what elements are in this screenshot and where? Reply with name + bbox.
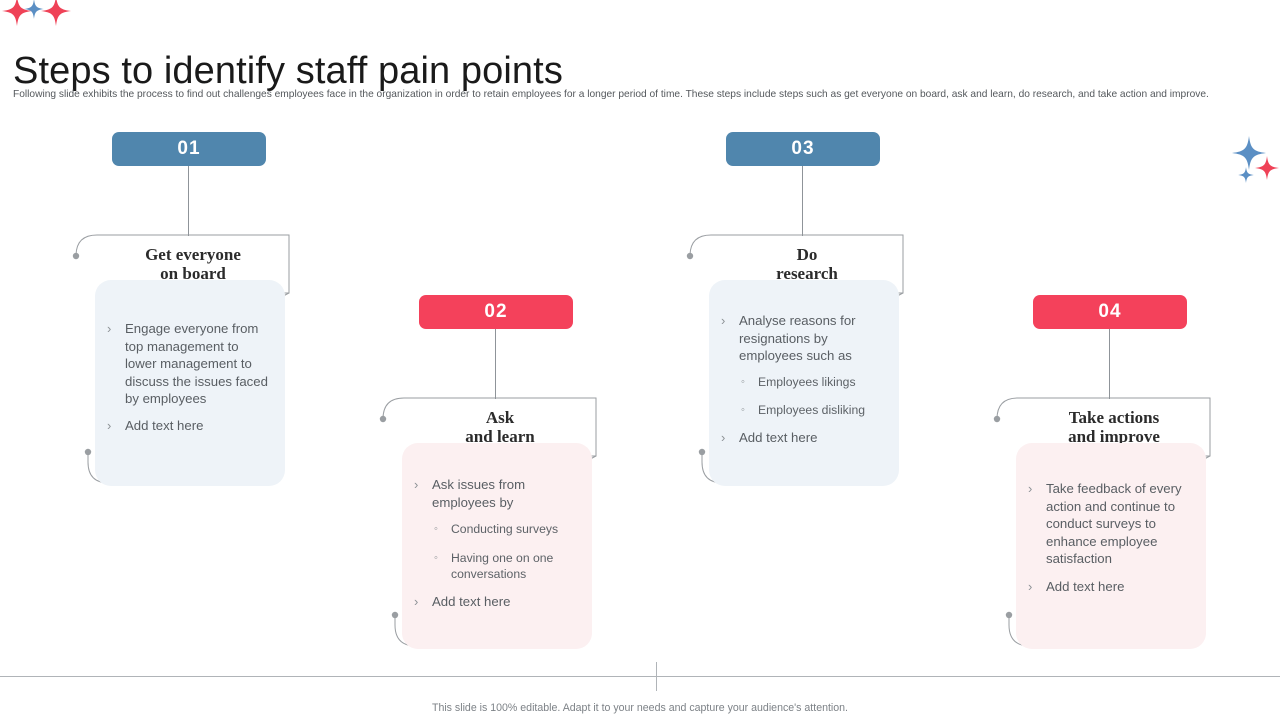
footer-divider xyxy=(0,676,1280,677)
bullet-marker: › xyxy=(414,593,419,609)
star-red-right-icon xyxy=(1255,156,1279,180)
bullet-marker: ◦ xyxy=(434,523,438,536)
step-number-01: 01 xyxy=(177,138,201,159)
step-bullets-04: › Take feedback of every action and cont… xyxy=(1016,443,1206,596)
bullet-marker: › xyxy=(107,417,112,433)
bullet-item: › Add text here xyxy=(107,417,271,435)
step-bullets-03: › Analyse reasons for resignations by em… xyxy=(709,280,899,447)
bullet-text: Engage everyone from top management to l… xyxy=(125,321,268,407)
bullet-text: Add text here xyxy=(739,429,818,445)
step-card-03: 03 Do research › Analyse reasons for res… xyxy=(686,132,927,492)
bullet-text: Ask issues from employees by xyxy=(432,477,526,510)
step-body-01: › Engage everyone from top management to… xyxy=(95,280,285,486)
bullet-marker: › xyxy=(107,321,112,336)
step-title-line1-03: Do xyxy=(796,244,818,264)
step-title-04: Take actions and improve xyxy=(1034,399,1194,455)
bullet-item: › Engage everyone from top management to… xyxy=(107,320,271,408)
step-card-02: 02 Ask and learn › Ask issues from emplo… xyxy=(379,295,620,655)
decoration-right xyxy=(1232,136,1280,192)
step-number-04: 04 xyxy=(1098,301,1122,322)
bullet-item: › Add text here xyxy=(721,429,889,447)
decoration-top-left xyxy=(0,0,72,28)
bullet-item: › Take feedback of every action and cont… xyxy=(1028,480,1198,568)
bullet-text: Employees likings xyxy=(758,374,856,389)
step-body-03: › Analyse reasons for resignations by em… xyxy=(709,280,899,486)
step-title-line2-01: on board xyxy=(160,264,226,283)
bullet-marker: › xyxy=(721,313,726,328)
step-badge-01[interactable]: 01 xyxy=(112,132,266,166)
bullet-item: › Add text here xyxy=(1028,578,1198,596)
star-blue-large-icon xyxy=(1232,136,1266,170)
star-red-icon xyxy=(2,0,32,26)
step-number-03: 03 xyxy=(791,138,815,159)
bullet-marker: ◦ xyxy=(741,375,745,388)
bullet-text: Employees disliking xyxy=(758,403,866,418)
bullet-marker: › xyxy=(1028,481,1033,496)
step-bullets-02: › Ask issues from employees by ◦ Conduct… xyxy=(402,443,592,610)
page-title: Steps to identify staff pain points xyxy=(13,50,563,93)
bullet-text: Add text here xyxy=(125,417,204,433)
bullet-item: ◦ Employees disliking xyxy=(741,402,889,420)
bullet-marker: ◦ xyxy=(434,551,438,564)
star-red-2-icon xyxy=(41,0,71,26)
bullet-item: › Add text here xyxy=(414,593,578,611)
step-title-line1-02: Ask xyxy=(485,407,515,427)
step-title-line1-01: Get everyone xyxy=(145,244,241,264)
bullet-marker: › xyxy=(721,429,726,445)
step-stem-01 xyxy=(188,166,189,236)
bullet-item: › Analyse reasons for resignations by em… xyxy=(721,312,889,365)
bullet-text: Analyse reasons for resignations by empl… xyxy=(739,313,856,364)
step-body-04: › Take feedback of every action and cont… xyxy=(1016,443,1206,649)
step-title-line2-02: and learn xyxy=(465,427,535,446)
step-title-03: Do research xyxy=(727,236,887,292)
star-blue-small-right-icon xyxy=(1238,167,1254,183)
star-blue-small-icon xyxy=(24,0,44,19)
bullet-text: Conducting surveys xyxy=(451,522,559,537)
bullet-item: ◦ Having one on one conversations xyxy=(434,550,578,583)
step-bullets-01: › Engage everyone from top management to… xyxy=(95,280,285,444)
step-title-line2-03: research xyxy=(776,264,838,283)
step-badge-03[interactable]: 03 xyxy=(726,132,880,166)
footer-note: This slide is 100% editable. Adapt it to… xyxy=(431,702,849,714)
footer-center-tick xyxy=(656,662,657,691)
bullet-item: ◦ Employees likings xyxy=(741,374,889,392)
step-badge-02[interactable]: 02 xyxy=(419,295,573,329)
step-card-04: 04 Take actions and improve › Take feedb… xyxy=(993,295,1234,655)
bullet-marker: › xyxy=(1028,578,1033,594)
step-title-02: Ask and learn xyxy=(420,399,580,455)
step-card-01: 01 Get everyone on board › Engage everyo… xyxy=(72,132,313,492)
bullet-marker: ◦ xyxy=(741,404,745,417)
bullet-text: Take feedback of every action and contin… xyxy=(1046,481,1182,567)
bullet-item: › Ask issues from employees by xyxy=(414,476,578,511)
step-badge-04[interactable]: 04 xyxy=(1033,295,1187,329)
step-stem-04 xyxy=(1109,329,1110,399)
bullet-text: Having one on one conversations xyxy=(451,550,554,582)
bullet-text: Add text here xyxy=(1046,578,1125,594)
bullet-item: ◦ Conducting surveys xyxy=(434,521,578,539)
step-title-line2-04: and improve xyxy=(1068,427,1160,446)
step-title-01: Get everyone on board xyxy=(113,236,273,292)
step-stem-03 xyxy=(802,166,803,236)
bullet-text: Add text here xyxy=(432,593,511,609)
bullet-marker: › xyxy=(414,477,419,492)
page-subtitle: Following slide exhibits the process to … xyxy=(13,89,1209,101)
step-number-02: 02 xyxy=(484,301,508,322)
step-stem-02 xyxy=(495,329,496,399)
step-title-line1-04: Take actions xyxy=(1068,407,1160,427)
step-body-02: › Ask issues from employees by ◦ Conduct… xyxy=(402,443,592,649)
